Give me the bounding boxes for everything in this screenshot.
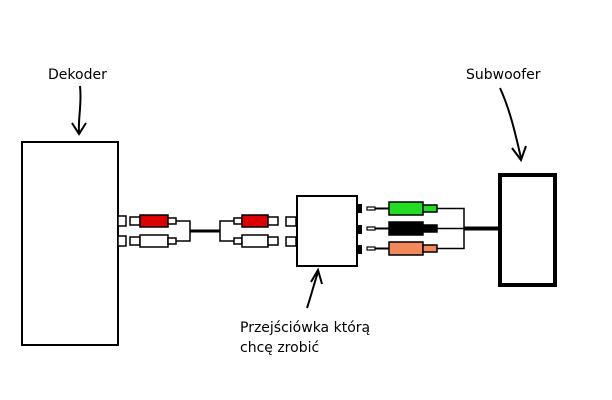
decoder-label: Dekoder [48, 67, 107, 83]
subwoofer-label: Subwoofer [466, 67, 541, 83]
subwoofer-arrow [499, 87, 527, 163]
adapter-socket-bottom [285, 236, 297, 247]
rca-plug-left-bottom [129, 234, 177, 248]
rca-cable [176, 220, 234, 242]
decoder-socket-top [117, 215, 127, 227]
jack-plug-bottom [366, 241, 438, 256]
decoder-arrow [71, 85, 87, 136]
decoder-socket-bottom [117, 235, 127, 247]
rca-plug-right-top [233, 214, 279, 228]
jack-plug-middle [366, 221, 438, 236]
adapter-socket-top [285, 216, 297, 227]
adapter-label: Przejściówka którą chcę zrobić [240, 318, 370, 358]
decoder-box [21, 141, 119, 346]
adapter-arrow [306, 267, 323, 309]
subwoofer-box [498, 173, 557, 287]
adapter-box [296, 195, 358, 267]
adapter-label-line-2: chcę zrobić [240, 340, 320, 356]
adapter-jack-socket-bottom [357, 245, 362, 254]
rca-plug-right-bottom [233, 234, 279, 248]
jack-plug-top [366, 201, 438, 216]
adapter-jack-socket-top [357, 204, 362, 213]
rca-plug-left-top [129, 214, 177, 228]
adapter-label-line-1: Przejściówka którą [240, 320, 371, 336]
jack-cable [437, 207, 500, 250]
adapter-jack-socket-middle [357, 225, 362, 234]
